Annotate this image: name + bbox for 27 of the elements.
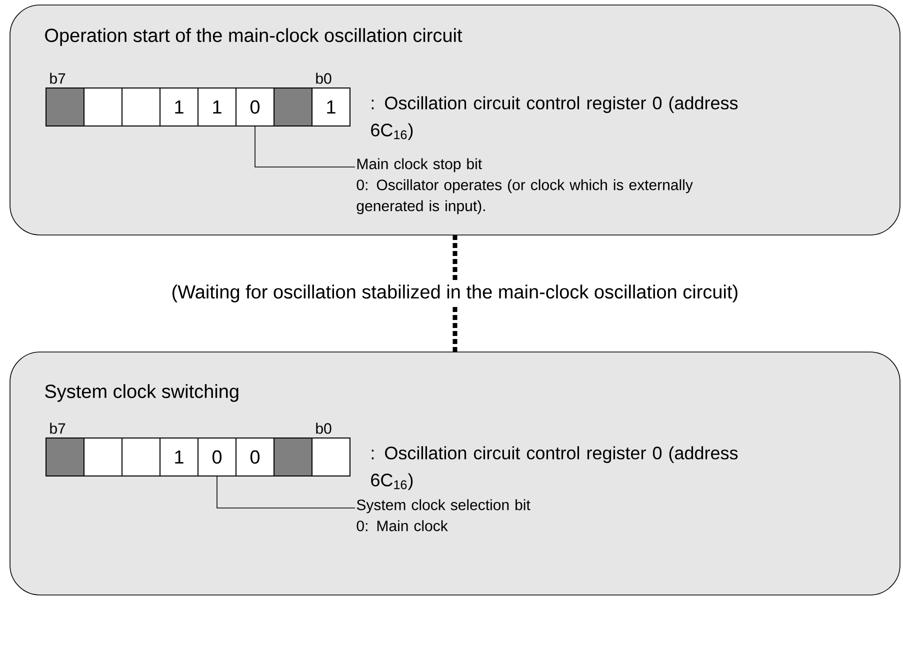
bit-label: b0 xyxy=(316,422,332,434)
leader-line xyxy=(254,126,356,168)
leader-line xyxy=(216,476,356,508)
register-cell: 1 xyxy=(312,88,350,126)
register-cell xyxy=(84,88,122,126)
bit-label: b7 xyxy=(50,72,66,84)
register-cell xyxy=(122,88,160,126)
register-cell: 1 xyxy=(160,438,198,476)
bit-label: b0 xyxy=(316,72,332,84)
register-cell xyxy=(122,438,160,476)
register-cell: 1 xyxy=(198,88,236,126)
register-cell xyxy=(312,438,350,476)
register-label: : Oscillation circuit control register 0 (address 6C$_{16}$) xyxy=(371,96,738,140)
bit-description: System clock selection bit 0: Main clock xyxy=(356,499,530,532)
register-cell xyxy=(46,438,84,476)
register-cell xyxy=(46,88,84,126)
register-cell: 1 xyxy=(160,88,198,126)
register-label: : Oscillation circuit control register 0 (address 6C$_{16}$) xyxy=(371,446,738,490)
register-cell xyxy=(274,438,312,476)
register-cell: 0 xyxy=(198,438,236,476)
register-cell: 0 xyxy=(236,88,274,126)
bit-label: b7 xyxy=(50,422,66,434)
register-cell xyxy=(274,88,312,126)
register-cell: 0 xyxy=(236,438,274,476)
bit-description: Main clock stop bit 0: Oscillator operates (or clock which is externally generated is input). xyxy=(356,158,693,214)
register-cell xyxy=(84,438,122,476)
edge-label: (Waiting for oscillation stabilized in the main-clock oscillation circuit) xyxy=(169,282,741,304)
